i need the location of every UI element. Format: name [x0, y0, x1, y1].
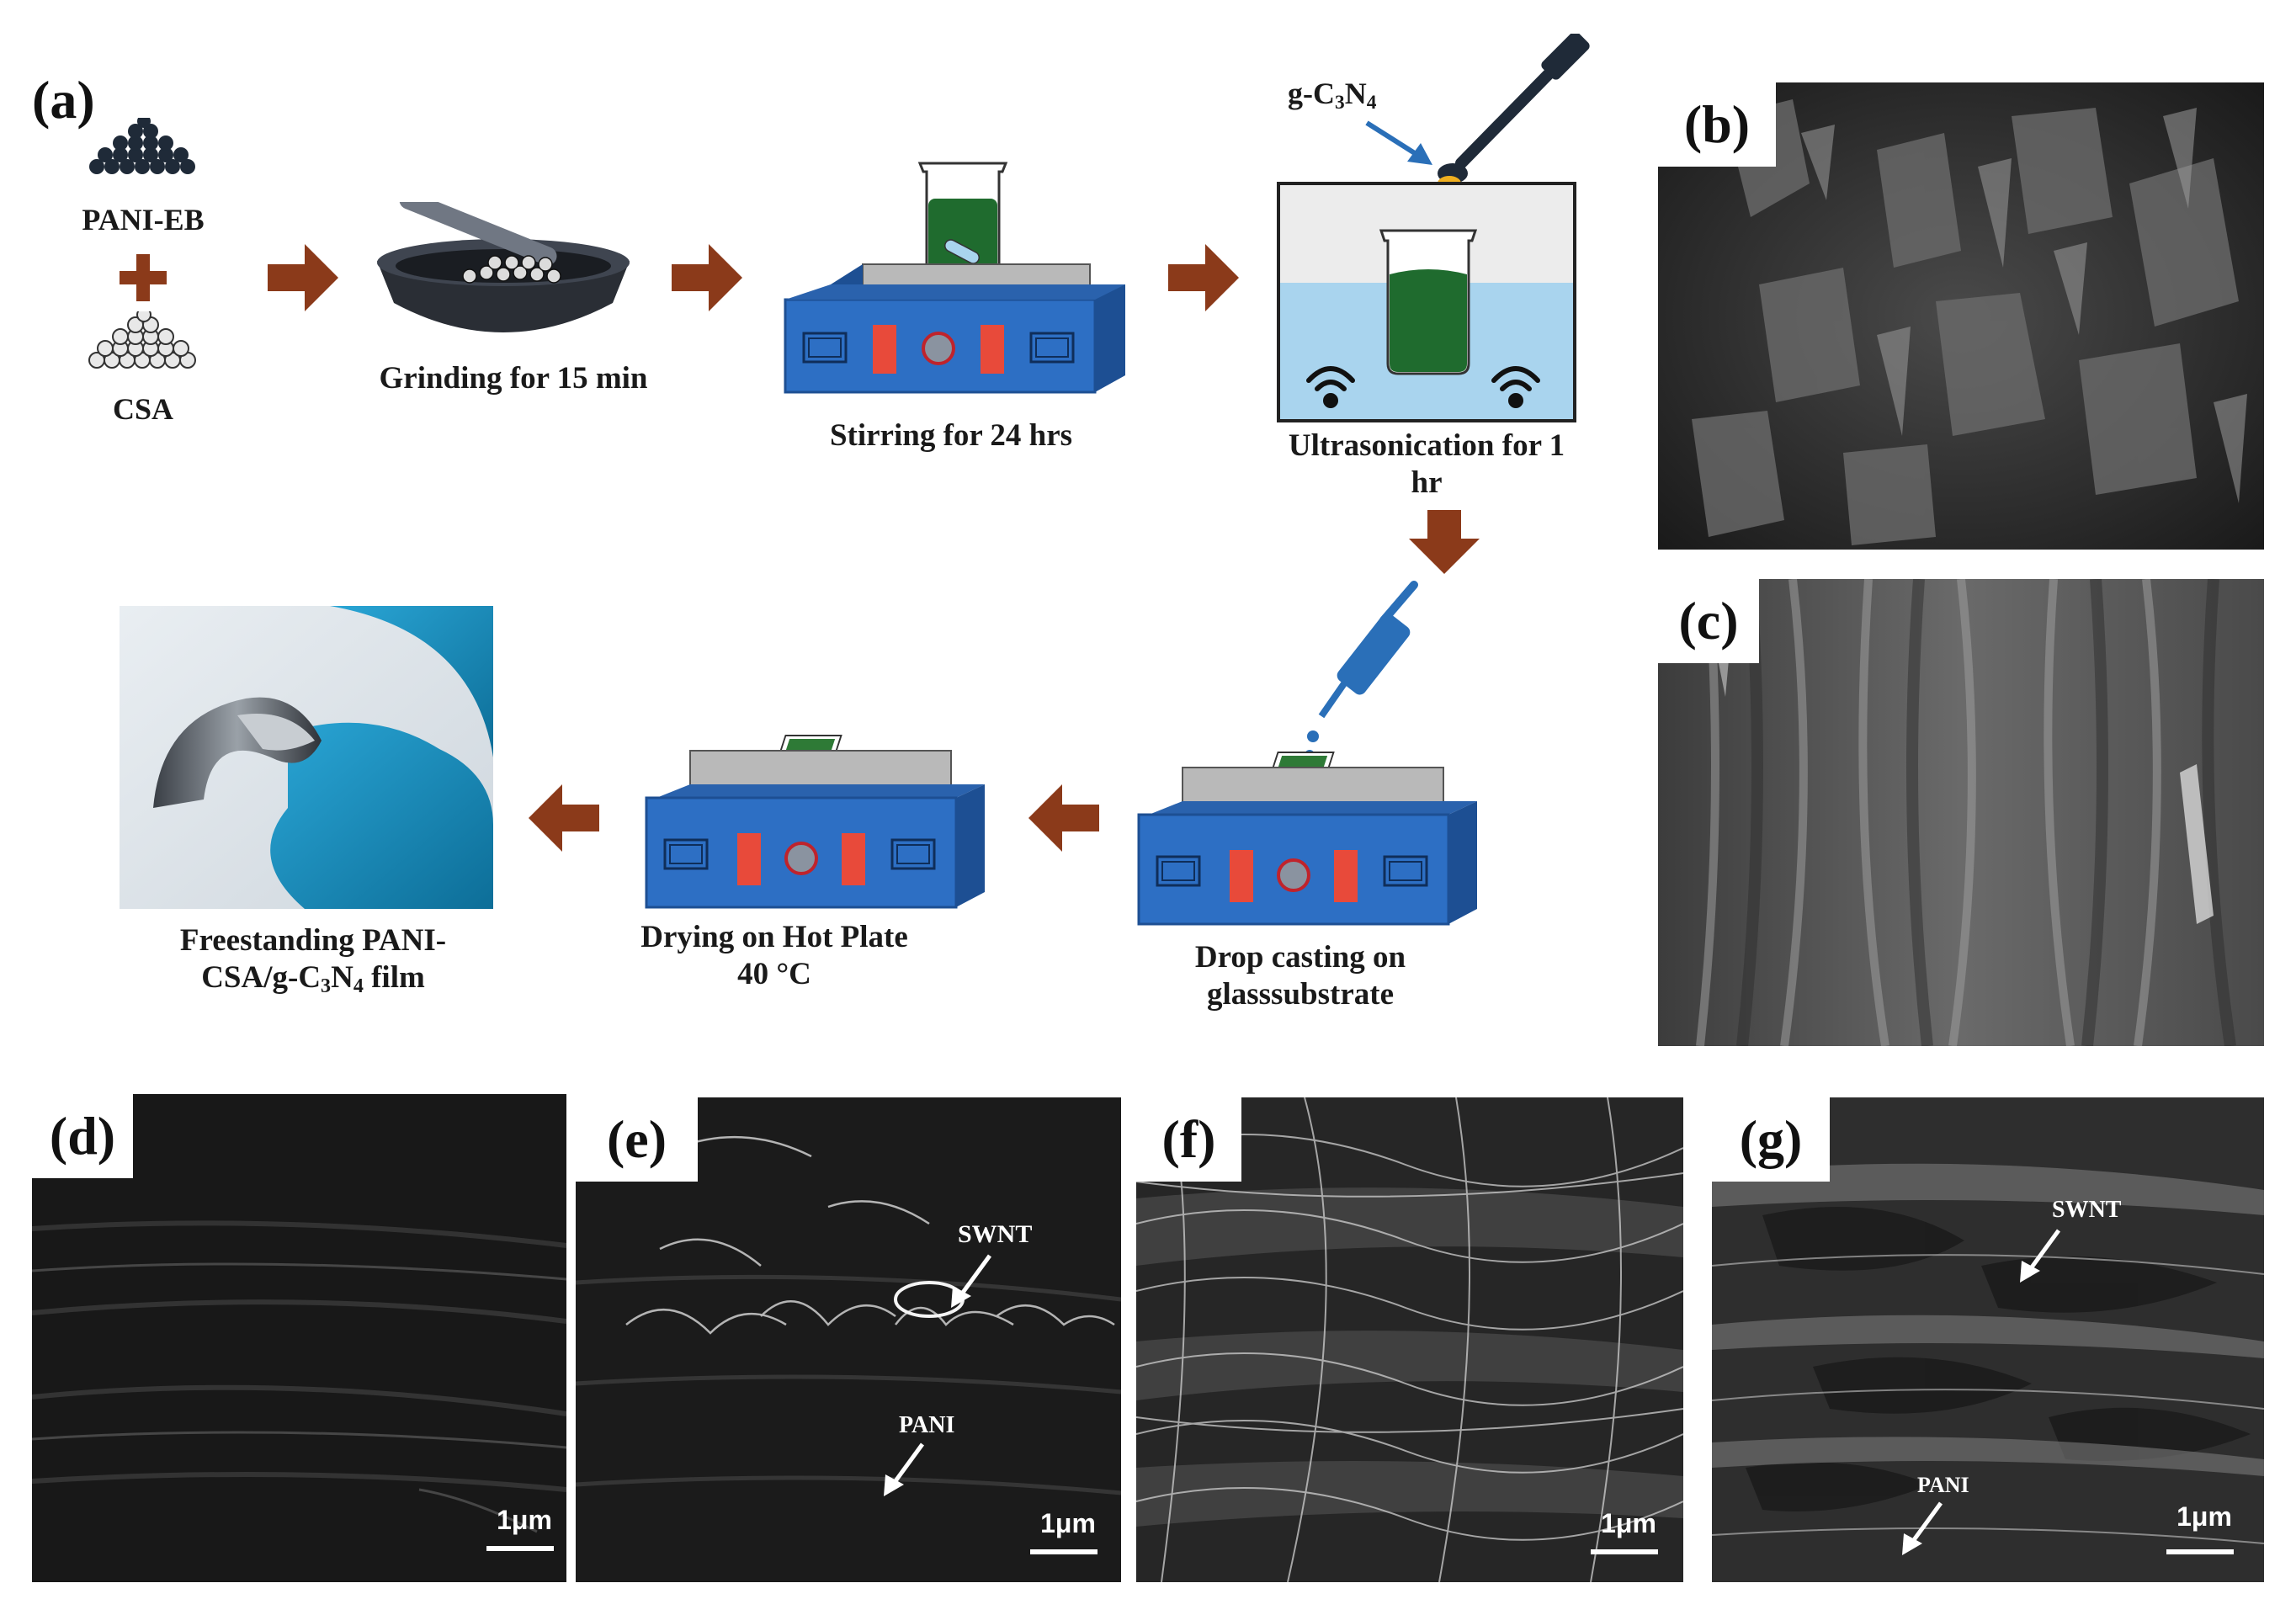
- panel-g-label-box: (g): [1712, 1097, 1830, 1182]
- mortar-pestle-icon: [360, 202, 646, 353]
- scale-label-g: 1μm: [2176, 1501, 2232, 1532]
- sem-texture-c: [1658, 579, 2264, 1046]
- plus-icon: [120, 254, 167, 301]
- panel-c-label: (c): [1678, 591, 1739, 651]
- panel-e-label-box: (e): [576, 1097, 698, 1182]
- right-arrow-icon: [1168, 244, 1239, 311]
- pani-eb-label: PANI-EB: [82, 203, 205, 236]
- blue-arrow-icon: [1365, 120, 1432, 165]
- pani-arrow-icon: [884, 1442, 925, 1496]
- reagent-n: N: [1344, 77, 1367, 110]
- hotplate-dropcast-icon: [1137, 752, 1477, 926]
- drop-casting-label: Drop casting on glasssubstrate: [1194, 940, 1406, 1012]
- right-arrow-icon: [268, 244, 338, 311]
- ultrasonication-label: Ultrasonication for 1 hr: [1288, 428, 1565, 501]
- sem-image-e: SWNT PANI 1μm: [576, 1097, 1121, 1582]
- freestanding-line2-a: CSA/g-C: [201, 960, 322, 996]
- sem-image-d: 1μm: [32, 1094, 566, 1582]
- sem-texture-f: [1136, 1097, 1683, 1582]
- beaker-icon: [917, 162, 1008, 276]
- pani-label-e: PANI: [899, 1412, 955, 1438]
- reagent-prefix: g-C: [1288, 77, 1335, 110]
- drying-label: Drying on Hot Plate 40 °C: [640, 920, 908, 992]
- pani-label-g: PANI: [1917, 1473, 1969, 1497]
- csa-pile-icon: [88, 311, 196, 369]
- reagent-label: g-C3N4: [1288, 76, 1376, 114]
- freestanding-label: Freestanding PANI- CSA/g-C3N4 film: [126, 922, 500, 999]
- sem-image-f: 1μm: [1136, 1097, 1683, 1582]
- left-arrow-icon: [1028, 784, 1099, 852]
- freestanding-sub4: 4: [353, 975, 364, 998]
- pipette-icon: [1305, 581, 1418, 760]
- panel-a-label: (a): [32, 70, 95, 130]
- grinding-label: Grinding for 15 min: [379, 361, 648, 396]
- reagent-sub4: 4: [1366, 91, 1377, 114]
- freestanding-line2-b: N: [331, 960, 353, 996]
- right-arrow-icon: [672, 244, 742, 311]
- swnt-label-g: SWNT: [2052, 1197, 2122, 1223]
- hotplate-stirring-icon: [784, 162, 1125, 394]
- csa-label: CSA: [112, 392, 174, 426]
- swnt-label-e: SWNT: [958, 1220, 1033, 1248]
- freestanding-line2-c: film: [363, 960, 425, 996]
- freestanding-film-photo: [120, 606, 493, 909]
- panel-e-label: (e): [606, 1109, 667, 1169]
- scale-label-d: 1μm: [497, 1505, 552, 1535]
- scale-label-f: 1μm: [1601, 1508, 1656, 1538]
- sem-image-c: [1658, 579, 2264, 1046]
- panel-f-label: (f): [1161, 1109, 1216, 1169]
- hotplate-drying-icon: [645, 735, 985, 909]
- spatula-icon: [1438, 34, 1590, 191]
- panel-f-label-box: (f): [1136, 1097, 1241, 1182]
- stirring-label: Stirring for 24 hrs: [829, 418, 1073, 453]
- pani-arrow-icon: [1902, 1501, 1943, 1555]
- panel-d-label: (d): [49, 1106, 116, 1166]
- panel-d-label-box: (d): [32, 1094, 133, 1178]
- down-arrow-icon: [1409, 510, 1480, 574]
- swnt-arrow-icon: [2020, 1229, 2061, 1283]
- pani-eb-pile-icon: [89, 118, 195, 174]
- panel-g-label: (g): [1739, 1109, 1803, 1169]
- beaker-icon: [1379, 229, 1478, 375]
- sem-texture-g: [1712, 1097, 2264, 1582]
- sem-texture-d: [32, 1094, 566, 1582]
- swnt-arrow-icon: [951, 1254, 992, 1308]
- reagent-sub3: 3: [1335, 91, 1345, 114]
- sem-texture-e: [576, 1097, 1121, 1582]
- wave-icon: [1306, 366, 1540, 408]
- freestanding-sub3: 3: [321, 975, 332, 998]
- scale-label-e: 1μm: [1040, 1508, 1096, 1538]
- panel-b-label: (b): [1683, 94, 1751, 154]
- ultrasonic-bath-icon: [1277, 182, 1576, 422]
- panel-c-label-box: (c): [1658, 579, 1759, 663]
- panel-b-label-box: (b): [1658, 82, 1776, 167]
- freestanding-line2: CSA/g-C3N4 film: [126, 959, 500, 999]
- left-arrow-icon: [529, 784, 599, 852]
- freestanding-line1: Freestanding PANI-: [179, 923, 447, 958]
